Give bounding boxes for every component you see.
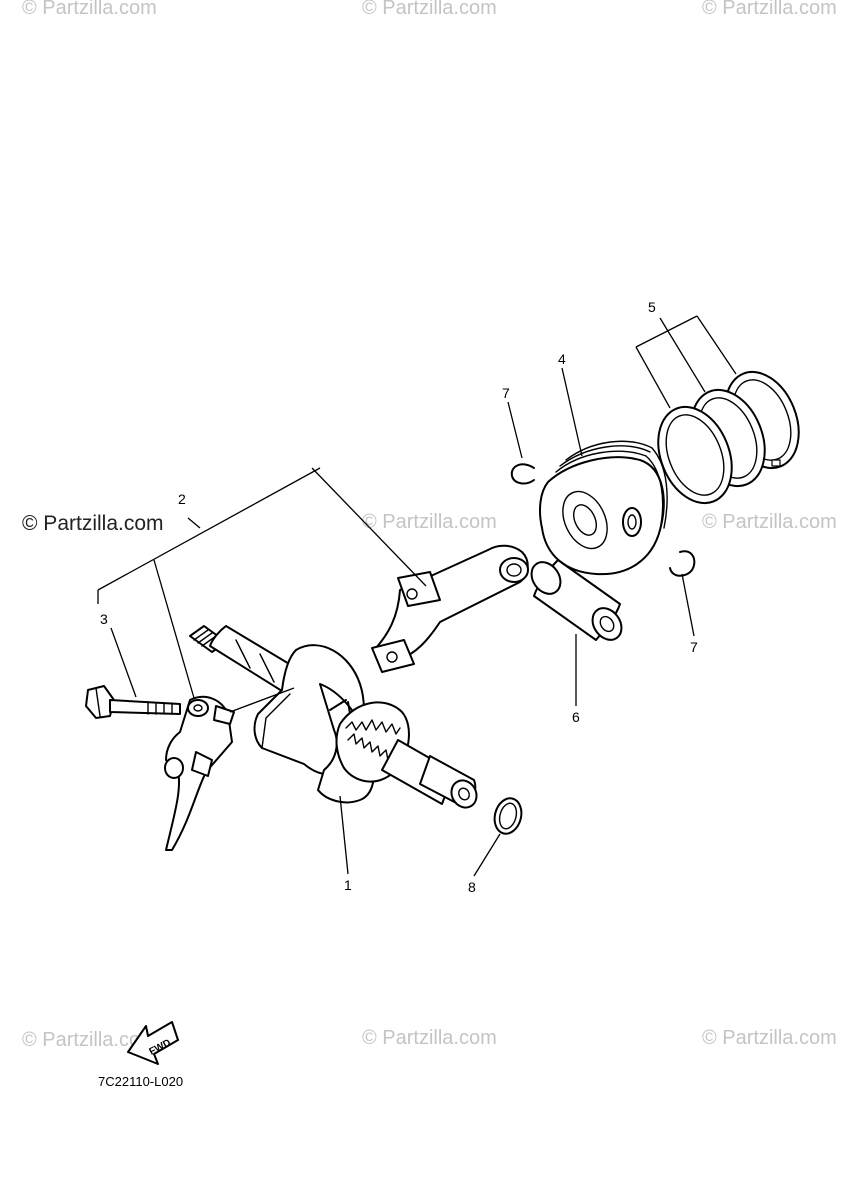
crankshaft-o-ring[interactable] (491, 795, 525, 837)
connecting-rod[interactable] (371, 544, 529, 673)
callout-7-lower: 7 (690, 639, 698, 655)
crankshaft[interactable] (189, 625, 481, 812)
watermark-top-center: © Partzilla.com (362, 0, 497, 19)
callout-5: 5 (648, 299, 656, 315)
watermark-top-left: © Partzilla.com (22, 0, 157, 19)
callout-1: 1 (344, 877, 352, 893)
connecting-rod-bolt[interactable] (85, 685, 181, 719)
callout-4: 4 (558, 351, 566, 367)
watermark-mid-left: © Partzilla.com (22, 512, 164, 535)
piston-pin-clip-lower[interactable] (669, 550, 696, 577)
callout-2: 2 (178, 491, 186, 507)
callout-8: 8 (468, 879, 476, 895)
callout-numbers: 1 2 3 4 5 6 7 7 8 (100, 299, 698, 895)
connecting-rod-cap[interactable] (164, 695, 235, 851)
leader-lines (97, 315, 737, 877)
callout-7-upper: 7 (502, 385, 510, 401)
watermark-mid-right: © Partzilla.com (702, 511, 837, 533)
callout-3: 3 (100, 611, 108, 627)
callout-6: 6 (572, 709, 580, 725)
watermark-layer: © Partzilla.com © Partzilla.com © Partzi… (22, 0, 837, 1051)
watermark-top-right: © Partzilla.com (702, 0, 837, 19)
piston-pin[interactable] (526, 557, 628, 646)
piston[interactable] (539, 440, 668, 576)
watermark-bottom-center: © Partzilla.com (362, 1027, 497, 1049)
piston-pin-clip-upper[interactable] (510, 463, 535, 485)
piston-rings[interactable] (645, 361, 813, 514)
watermark-bottom-left: © Partzilla.com (22, 1029, 157, 1051)
diagram-code: 7C22110-L020 (98, 1074, 183, 1089)
forward-arrow-icon: FWD (127, 1021, 179, 1065)
watermark-bottom-right: © Partzilla.com (702, 1027, 837, 1049)
watermark-mid-center: © Partzilla.com (362, 511, 497, 533)
